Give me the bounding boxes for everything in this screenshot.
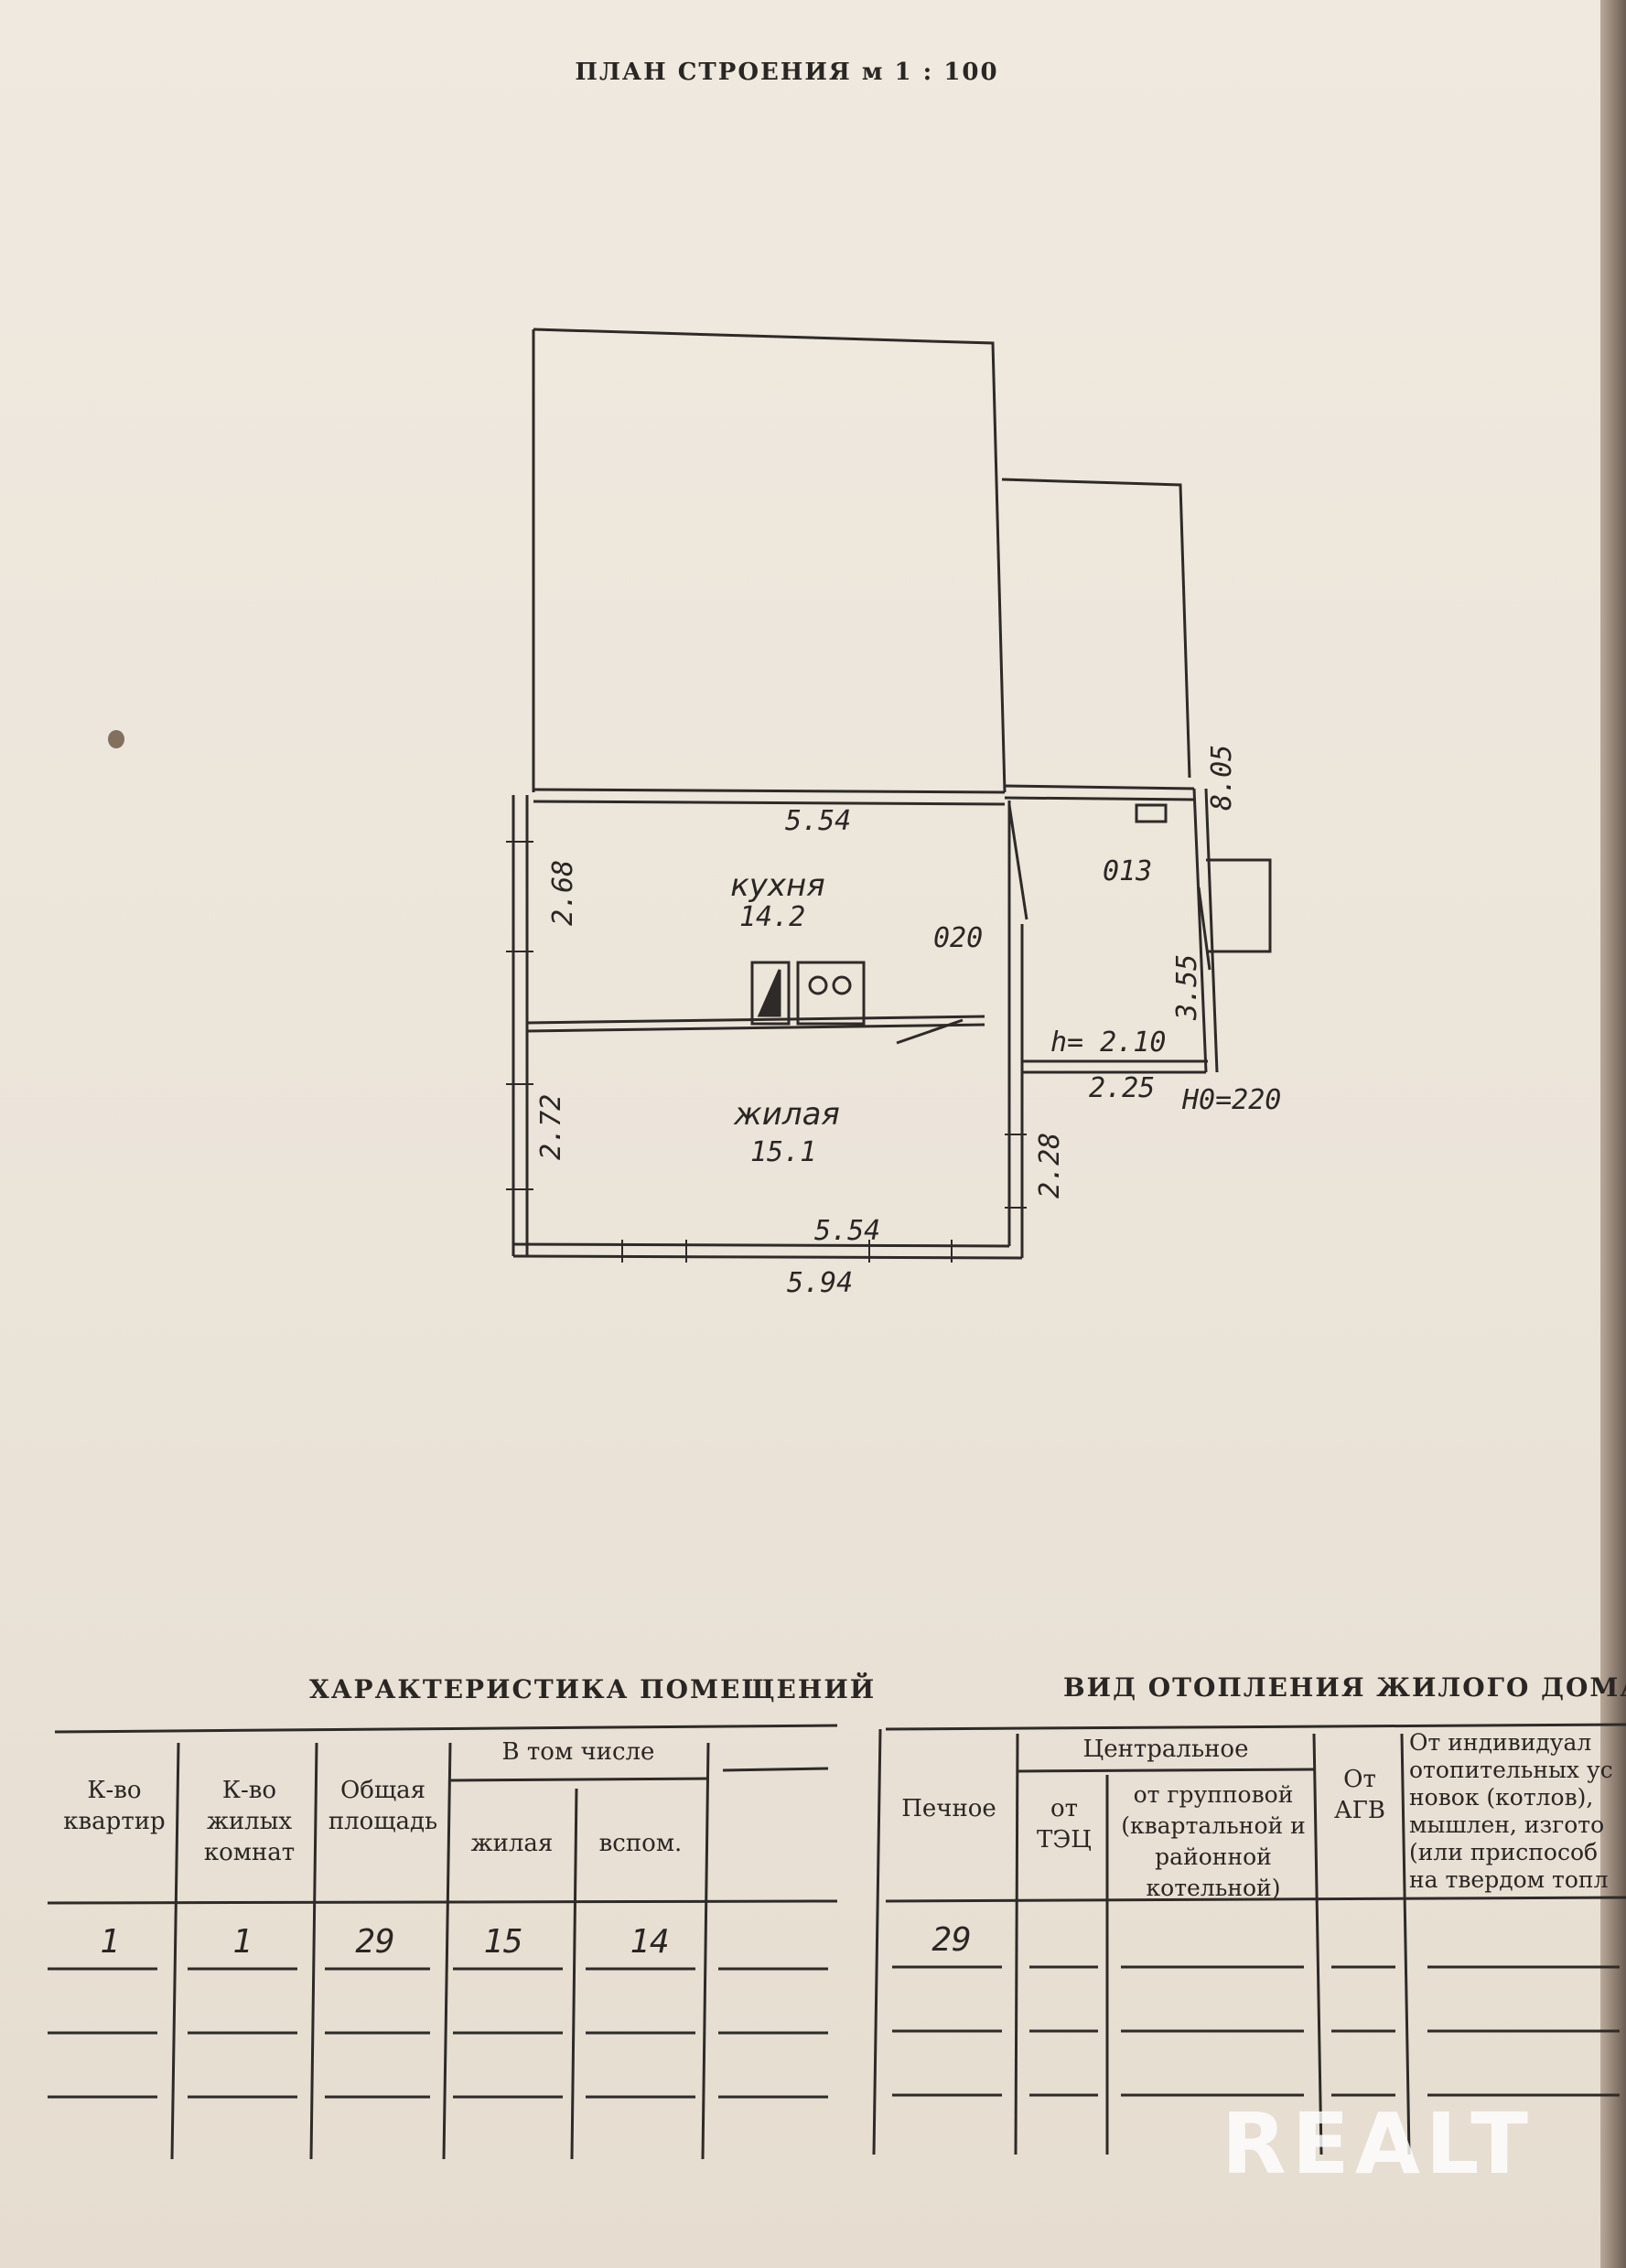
dim-door-013: 013 — [1103, 855, 1153, 887]
header-from-tec: от ТЭЦ — [1037, 1795, 1092, 1854]
dim-door-020: 020 — [933, 922, 984, 954]
header-stove: Печное — [901, 1795, 996, 1822]
header-individual: От индивидуал отопительных ус новок (кот… — [1409, 1729, 1613, 1893]
header-from-group: от групповой (квартальной и районной кот… — [1121, 1781, 1306, 1901]
dim-H-label: H0=220 — [1182, 1084, 1282, 1116]
header-living-rooms: К-во жилых комнат — [203, 1777, 296, 1866]
rooms-table-title: ХАРАКТЕРИСТИКА ПОМЕЩЕНИЙ — [309, 1674, 877, 1704]
header-apartments: К-во квартир — [63, 1777, 166, 1835]
header-from-agv: От АГВ — [1333, 1766, 1385, 1824]
dim-h-label: h= 2.10 — [1050, 1027, 1167, 1059]
header-central: Центральное — [1082, 1736, 1249, 1763]
room-name-living: жилая — [734, 1096, 840, 1133]
dim-top-width: 5.54 — [785, 805, 852, 837]
value-living-area: 15 — [483, 1923, 523, 1961]
value-stove: 29 — [931, 1921, 972, 1959]
header-auxiliary-area: вспом. — [598, 1830, 683, 1857]
dim-bottom-inner: 5.54 — [814, 1215, 881, 1247]
room-name-kitchen: кухня — [730, 867, 825, 904]
dim-porch-width: 2.25 — [1089, 1072, 1156, 1104]
room-area-kitchen: 14.2 — [739, 901, 806, 933]
value-living-rooms: 1 — [232, 1923, 253, 1961]
heating-table-title: ВИД ОТОПЛЕНИЯ ЖИЛОГО ДОМА — [1063, 1672, 1626, 1703]
value-auxiliary-area: 14 — [630, 1923, 670, 1961]
header-living-area: жилая — [470, 1830, 554, 1857]
dim-bottom-outer: 5.94 — [787, 1267, 854, 1299]
ink-stain — [108, 730, 124, 748]
plan-title: ПЛАН СТРОЕНИЯ м 1 : 100 — [575, 59, 999, 86]
realt-watermark: REALT — [1222, 2095, 1534, 2193]
room-area-living: 15.1 — [750, 1136, 817, 1168]
value-total-area: 29 — [355, 1923, 395, 1961]
page-edge-shadow — [1600, 0, 1626, 2268]
value-apartments: 1 — [100, 1923, 120, 1961]
header-total-area: Общая площадь — [328, 1777, 438, 1835]
header-including: В том числе — [501, 1738, 655, 1766]
